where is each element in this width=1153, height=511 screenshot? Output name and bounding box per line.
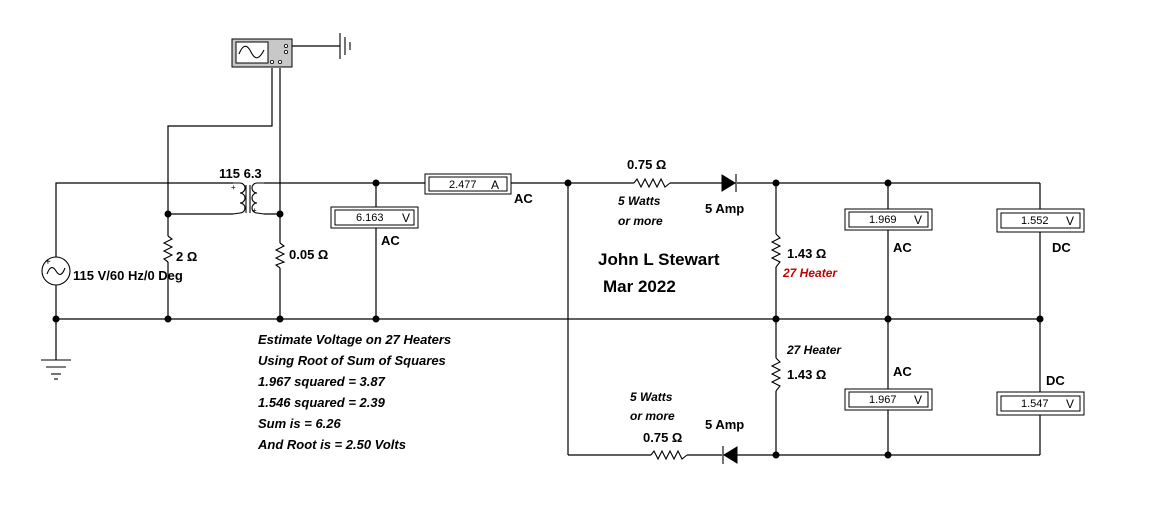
ground-icon xyxy=(41,359,71,380)
voltmeter-top-dc-value: 1.552 xyxy=(1021,215,1049,227)
voltmeter-top-ac-unit: V xyxy=(914,213,922,227)
voltmeter-top-dc-mode: DC xyxy=(1052,240,1071,255)
diode-bottom-label: 5 Amp xyxy=(705,417,744,432)
svg-text:+: + xyxy=(252,206,257,215)
voltmeter-secondary-unit: V xyxy=(402,211,410,225)
junction-dot xyxy=(884,451,892,459)
junction-dot xyxy=(372,315,380,323)
voltmeter-top-dc[interactable]: 1.552 V xyxy=(996,208,1085,233)
resistor-0.05-ohm[interactable] xyxy=(274,242,286,269)
note-line: Using Root of Sum of Squares xyxy=(258,353,446,368)
author-name: John L Stewart xyxy=(598,250,720,269)
bottom-watts-note: 5 Watts xyxy=(630,390,673,404)
diode-top[interactable] xyxy=(721,174,737,192)
diode-bottom[interactable] xyxy=(722,446,738,464)
voltmeter-secondary[interactable]: 6.163 V xyxy=(330,206,419,229)
note-line: 1.967 squared = 3.87 xyxy=(258,374,386,389)
junction-dot xyxy=(276,210,284,218)
ground-icon xyxy=(339,33,351,59)
voltmeter-bottom-ac-unit: V xyxy=(914,393,922,407)
junction-dot xyxy=(772,315,780,323)
note-line: And Root is = 2.50 Volts xyxy=(257,437,406,452)
voltmeter-bottom-dc-mode: DC xyxy=(1046,373,1065,388)
top-watts-note: 5 Watts xyxy=(618,194,661,208)
voltmeter-bottom-ac[interactable]: 1.967 V xyxy=(844,388,933,411)
junction-dot xyxy=(164,210,172,218)
r-heater-top-label: 1.43 Ω xyxy=(787,246,826,261)
heater-resistor-bottom[interactable] xyxy=(770,357,782,392)
transformer-secondary xyxy=(251,182,265,215)
voltmeter-bottom-dc-unit: V xyxy=(1066,397,1074,411)
resistor-top-series[interactable] xyxy=(633,177,671,189)
heater-bottom-label: 27 Heater xyxy=(786,343,842,357)
voltmeter-secondary-mode: AC xyxy=(381,233,400,248)
junction-dot xyxy=(884,179,892,187)
voltmeter-top-ac-mode: AC xyxy=(893,240,912,255)
ac-source[interactable]: + xyxy=(41,256,71,286)
wire-r2-top xyxy=(167,213,233,236)
junction-dot xyxy=(164,315,172,323)
ac-source-symbol xyxy=(41,256,71,286)
wire-scope-a xyxy=(167,68,273,214)
voltmeter-top-ac-value: 1.969 xyxy=(869,214,897,226)
voltmeter-top-dc-unit: V xyxy=(1066,214,1074,228)
resistor-bottom-series[interactable] xyxy=(650,449,688,461)
svg-text:+: + xyxy=(231,183,236,192)
author-date: Mar 2022 xyxy=(603,277,676,296)
waveform-icon xyxy=(238,45,265,59)
junction-dot xyxy=(276,315,284,323)
voltmeter-bottom-dc[interactable]: 1.547 V xyxy=(996,391,1085,416)
resistor-2-ohm[interactable] xyxy=(162,235,174,263)
junction-dot xyxy=(772,451,780,459)
note-line: Sum is = 6.26 xyxy=(258,416,342,431)
r-top-series-label: 0.75 Ω xyxy=(627,157,666,172)
heater-resistor-top[interactable] xyxy=(770,233,782,268)
oscilloscope[interactable] xyxy=(231,38,293,68)
svg-text:+: + xyxy=(45,257,51,268)
r-heater-bottom-label: 1.43 Ω xyxy=(787,367,826,382)
junction-dot xyxy=(772,179,780,187)
junction-dots xyxy=(52,179,1044,459)
top-more-note: or more xyxy=(618,214,663,228)
wire-source-top xyxy=(55,182,233,257)
voltmeter-bottom-ac-mode: AC xyxy=(893,364,912,379)
junction-dot xyxy=(1036,315,1044,323)
sine-wave-icon xyxy=(46,267,66,275)
junction-dot xyxy=(884,315,892,323)
oscilloscope-screen xyxy=(235,41,269,64)
junction-dot xyxy=(52,315,60,323)
ammeter-mode: AC xyxy=(514,191,533,206)
voltmeter-secondary-value: 6.163 xyxy=(356,212,384,224)
r-primary-label: 2 Ω xyxy=(176,249,197,264)
voltmeter-top-ac[interactable]: 1.969 V xyxy=(844,208,933,231)
voltmeter-bottom-ac-value: 1.967 xyxy=(869,394,897,406)
transformer-primary xyxy=(232,182,246,215)
heater-top-label: 27 Heater xyxy=(782,266,838,280)
r-secondary-label: 0.05 Ω xyxy=(289,247,328,262)
r-bottom-series-label: 0.75 Ω xyxy=(643,430,682,445)
calculation-notes: Estimate Voltage on 27 Heaters Using Roo… xyxy=(257,332,451,452)
wire-r005-top xyxy=(264,213,281,243)
junction-dot xyxy=(564,179,572,187)
transformer-ratio-label: 115 6.3 xyxy=(219,166,262,181)
bottom-more-note: or more xyxy=(630,409,675,423)
note-line: 1.546 squared = 2.39 xyxy=(258,395,386,410)
transformer[interactable]: + + xyxy=(231,182,265,215)
ammeter-value: 2.477 xyxy=(449,179,477,191)
ammeter-unit: A xyxy=(491,178,499,192)
note-line: Estimate Voltage on 27 Heaters xyxy=(258,332,451,347)
ammeter[interactable]: 2.477 A xyxy=(424,173,512,195)
voltmeter-bottom-dc-value: 1.547 xyxy=(1021,398,1049,410)
junction-dot xyxy=(372,179,380,187)
source-label: 115 V/60 Hz/0 Deg xyxy=(73,268,183,283)
diode-top-label: 5 Amp xyxy=(705,201,744,216)
